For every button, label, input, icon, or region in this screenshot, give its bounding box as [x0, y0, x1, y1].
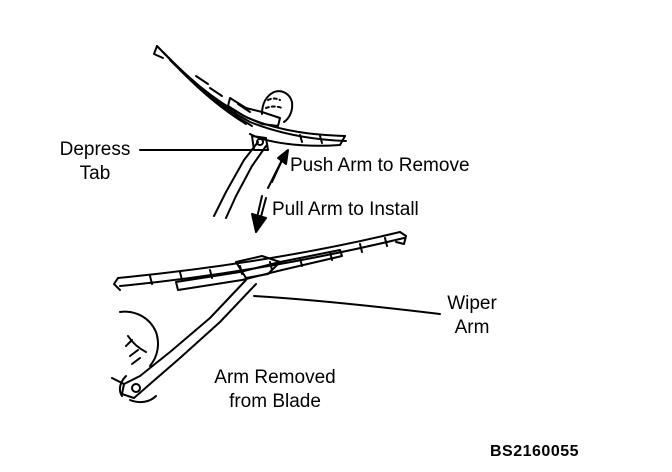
arm-removed-label-line1: Arm Removed	[214, 367, 336, 388]
push-pull-arrows	[251, 149, 289, 233]
lower-wiper-blade	[113, 231, 407, 291]
wiper-arm-label-line1: Wiper	[447, 293, 497, 314]
wiper-arm-label: Wiper Arm	[432, 292, 512, 340]
pull-arm-label: Pull Arm to Install	[272, 199, 419, 220]
wiper-arm-leader	[253, 295, 441, 315]
push-arm-label: Push Arm to Remove	[290, 155, 470, 176]
depress-tab-label-line1: Depress	[59, 139, 131, 160]
wiper-arm-label-line2: Arm	[454, 317, 490, 338]
depress-tab-label: Depress Tab	[50, 138, 140, 186]
figure-code: BS2160055	[490, 443, 580, 460]
arm-removed-label: Arm Removed from Blade	[200, 366, 350, 414]
depress-tab-label-line2: Tab	[79, 163, 111, 184]
upper-wiper-blade	[153, 45, 347, 147]
arm-removed-label-line2: from Blade	[229, 391, 321, 412]
hand-drawing	[118, 310, 159, 404]
thumb-drawing	[261, 90, 294, 123]
